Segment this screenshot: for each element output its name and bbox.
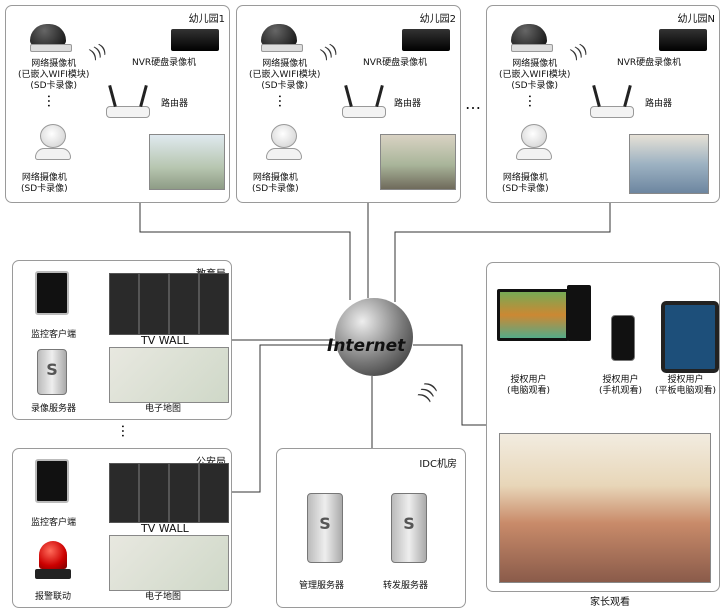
nvr-label: NVR硬盘录像机 xyxy=(617,58,682,68)
parents-box: 授权用户 (电脑观看) 授权用户 (手机观看) 授权用户 (平板电脑观看) xyxy=(486,262,720,592)
user-tablet-label: 授权用户 (平板电脑观看) xyxy=(655,375,717,396)
kindergarten-2-box: 幼儿园2 ))) 网络摄像机 (已嵌入WIFI模块) (SD卡录像) … 网络摄… xyxy=(236,5,461,203)
mgmt-server-label: 管理服务器 xyxy=(299,581,345,591)
dome-camera-icon xyxy=(511,24,553,52)
camera-label: 网络摄像机 (SD卡录像) xyxy=(502,173,549,194)
vertical-ellipsis: … xyxy=(275,94,291,110)
alarm-light-icon xyxy=(39,541,67,569)
relay-server-label: 转发服务器 xyxy=(383,581,429,591)
client-label: 监控客户端 xyxy=(31,518,77,528)
tablet-icon xyxy=(661,301,719,373)
map-label: 电子地图 xyxy=(145,404,182,414)
tv-wall-label: TV WALL xyxy=(141,334,189,347)
classroom-live-photo xyxy=(499,433,711,583)
monitor-client-icon xyxy=(35,459,69,503)
parents-caption: 家长观看 xyxy=(590,597,630,608)
desktop-computer-icon xyxy=(497,289,569,341)
vertical-ellipsis: … xyxy=(118,424,134,440)
wifi-signal-icon: ))) xyxy=(568,40,591,64)
kindergarten-1-box: 幼儿园1 ))) 网络摄像机 (已嵌入WIFI模块) (SD卡录像) … 网络摄… xyxy=(5,5,230,203)
router-icon xyxy=(342,84,386,118)
classroom-photo xyxy=(149,134,225,190)
education-bureau-box: 教育局 监控客户端 S 录像服务器 TV WALL 电子地图 xyxy=(12,260,232,420)
tv-wall-label: TV WALL xyxy=(141,522,189,535)
camera-wifi-label: 网络摄像机 (已嵌入WIFI模块) (SD卡录像) xyxy=(18,59,90,91)
nvr-label: NVR硬盘录像机 xyxy=(363,58,428,68)
electronic-map xyxy=(109,535,229,591)
tv-wall-screen xyxy=(109,273,229,335)
wifi-signal-icon: ))) xyxy=(87,40,110,64)
nvr-recorder-icon xyxy=(402,29,450,51)
kindergarten-n-box: 幼儿园N ))) 网络摄像机 (已嵌入WIFI模块) (SD卡录像) … 网络摄… xyxy=(486,5,720,203)
tv-wall-screen xyxy=(109,463,229,523)
horizontal-ellipsis: … xyxy=(465,94,483,113)
vertical-ellipsis: … xyxy=(44,94,60,110)
map-label: 电子地图 xyxy=(145,592,182,602)
router-icon xyxy=(590,84,634,118)
nvr-label: NVR硬盘录像机 xyxy=(132,58,197,68)
relay-server-icon: S xyxy=(391,493,427,563)
dome-camera-icon xyxy=(30,24,72,52)
camera-wifi-label: 网络摄像机 (已嵌入WIFI模块) (SD卡录像) xyxy=(249,59,321,91)
wifi-signal-icon: ))) xyxy=(318,40,341,64)
phone-icon xyxy=(611,315,635,361)
router-label: 路由器 xyxy=(394,99,422,109)
idc-room-box: IDC机房 S 管理服务器 S 转发服务器 xyxy=(276,448,466,608)
client-label: 监控客户端 xyxy=(31,330,77,340)
classroom-photo xyxy=(380,134,456,190)
kindergarten-title: 幼儿园N xyxy=(677,14,715,25)
police-title: 公安局 xyxy=(196,453,226,468)
idc-title: IDC机房 xyxy=(419,459,457,470)
camera-label: 网络摄像机 (SD卡录像) xyxy=(252,173,299,194)
recorder-label: 录像服务器 xyxy=(31,404,77,414)
camera-label: 网络摄像机 (SD卡录像) xyxy=(21,173,68,194)
police-bureau-box: 公安局 监控客户端 报警联动 TV WALL 电子地图 xyxy=(12,448,232,608)
alarm-label: 报警联动 xyxy=(35,592,72,602)
monitor-client-icon xyxy=(35,271,69,315)
camera-wifi-label: 网络摄像机 (已嵌入WIFI模块) (SD卡录像) xyxy=(499,59,571,91)
nvr-recorder-icon xyxy=(171,29,219,51)
ptz-camera-icon xyxy=(513,124,552,160)
kindergarten-title: 幼儿园1 xyxy=(188,14,225,25)
recording-server-icon: S xyxy=(37,349,67,395)
ptz-camera-icon xyxy=(263,124,302,160)
management-server-icon: S xyxy=(307,493,343,563)
user-phone-label: 授权用户 (手机观看) xyxy=(599,375,643,396)
dome-camera-icon xyxy=(261,24,303,52)
internet-globe-icon xyxy=(335,298,413,376)
vertical-ellipsis: … xyxy=(525,94,541,110)
router-label: 路由器 xyxy=(645,99,673,109)
user-pc-label: 授权用户 (电脑观看) xyxy=(507,375,551,396)
kindergarten-title: 幼儿园2 xyxy=(419,14,456,25)
classroom-photo xyxy=(629,134,709,194)
electronic-map xyxy=(109,347,229,403)
alarm-base xyxy=(35,569,71,579)
pc-tower-icon xyxy=(567,285,591,341)
ptz-camera-icon xyxy=(32,124,71,160)
router-label: 路由器 xyxy=(161,99,189,109)
internet-label: Internet xyxy=(327,336,406,356)
router-icon xyxy=(106,84,150,118)
nvr-recorder-icon xyxy=(659,29,707,51)
